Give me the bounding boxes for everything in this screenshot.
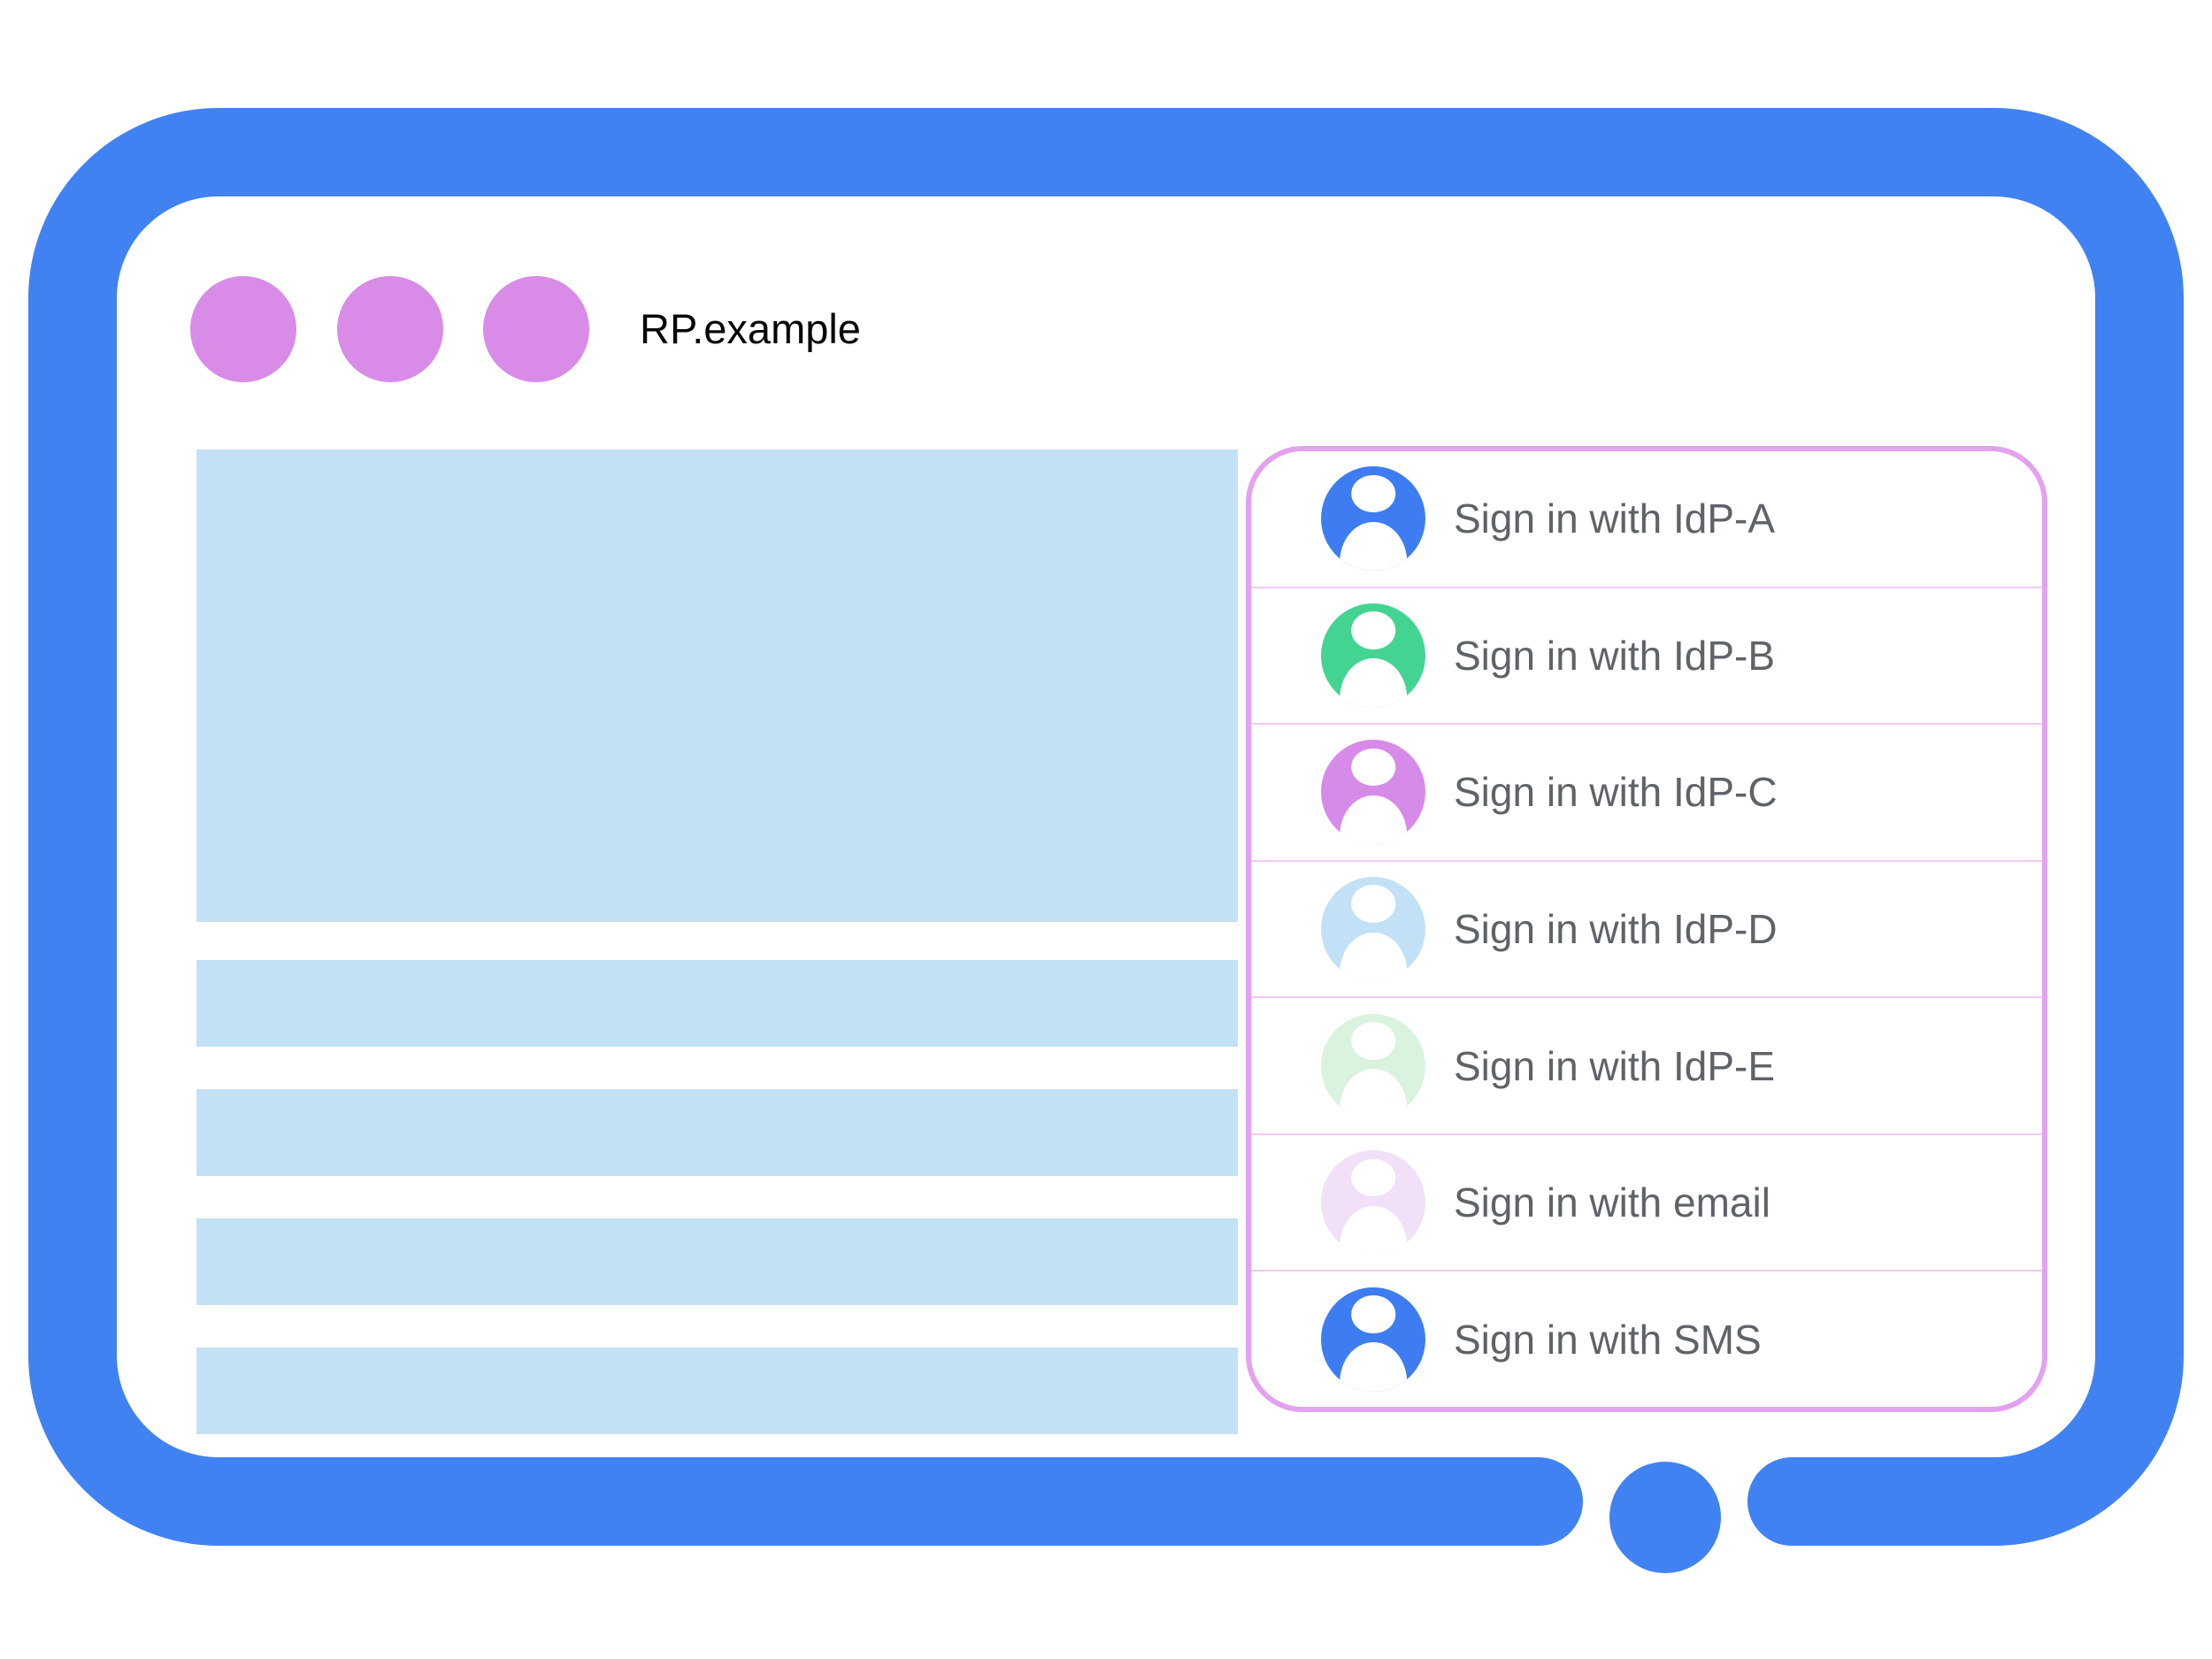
sign-in-option-label: Sign in with IdP-A: [1454, 495, 1776, 542]
content-placeholder-line-3: [196, 1218, 1238, 1305]
page-title: RP.example: [640, 305, 861, 352]
avatar-head: [1351, 885, 1395, 923]
home-button[interactable]: [1609, 1462, 1721, 1573]
account-avatar-icon: [1321, 1150, 1425, 1256]
sign-in-option-label: Sign in with SMS: [1454, 1316, 1762, 1363]
account-avatar-icon: [1321, 877, 1425, 982]
avatar-body: [1340, 1342, 1407, 1392]
sign-in-option-label: Sign in with IdP-D: [1454, 906, 1778, 953]
sign-in-option-sms[interactable]: Sign in with SMS: [1251, 1270, 2042, 1407]
avatar-head: [1351, 748, 1395, 787]
content-placeholder-line-1: [196, 960, 1238, 1047]
content-placeholder-line-2: [196, 1089, 1238, 1176]
account-avatar-icon: [1321, 603, 1425, 708]
sign-in-option-idp-c[interactable]: Sign in with IdP-C: [1251, 723, 2042, 860]
sign-in-option-label: Sign in with IdP-C: [1454, 769, 1778, 816]
content-placeholder-hero: [196, 449, 1238, 922]
window-control-dot-2[interactable]: [337, 276, 443, 382]
avatar-head: [1351, 1295, 1395, 1333]
account-avatar-icon: [1321, 1286, 1425, 1392]
sign-in-panel: Sign in with IdP-A Sign in with IdP-B Si…: [1246, 446, 2047, 1412]
bottom-bar-right-cap: [1747, 1457, 1858, 1546]
avatar-head: [1351, 1022, 1395, 1060]
sign-in-option-idp-a[interactable]: Sign in with IdP-A: [1251, 451, 2042, 587]
account-avatar-icon: [1321, 1013, 1425, 1118]
sign-in-option-email[interactable]: Sign in with email: [1251, 1133, 2042, 1271]
avatar-body: [1340, 932, 1407, 982]
window-control-dot-3[interactable]: [483, 276, 589, 382]
sign-in-option-label: Sign in with IdP-E: [1454, 1042, 1776, 1089]
avatar-head: [1351, 611, 1395, 649]
avatar-head: [1351, 1158, 1395, 1197]
account-avatar-icon: [1321, 466, 1425, 572]
content-placeholder-line-4: [196, 1348, 1238, 1434]
sign-in-option-label: Sign in with IdP-B: [1454, 632, 1776, 679]
avatar-body: [1340, 658, 1407, 708]
sign-in-option-idp-e[interactable]: Sign in with IdP-E: [1251, 996, 2042, 1133]
avatar-body: [1340, 1069, 1407, 1118]
bottom-bar-left-cap: [1472, 1457, 1583, 1546]
window-control-dot-1[interactable]: [190, 276, 296, 382]
avatar-head: [1351, 474, 1395, 513]
avatar-body: [1340, 795, 1407, 845]
sign-in-option-label: Sign in with email: [1454, 1179, 1770, 1226]
sign-in-option-idp-d[interactable]: Sign in with IdP-D: [1251, 859, 2042, 997]
avatar-body: [1340, 521, 1407, 572]
account-avatar-icon: [1321, 740, 1425, 845]
avatar-body: [1340, 1205, 1407, 1256]
sign-in-option-idp-b[interactable]: Sign in with IdP-B: [1251, 586, 2042, 724]
